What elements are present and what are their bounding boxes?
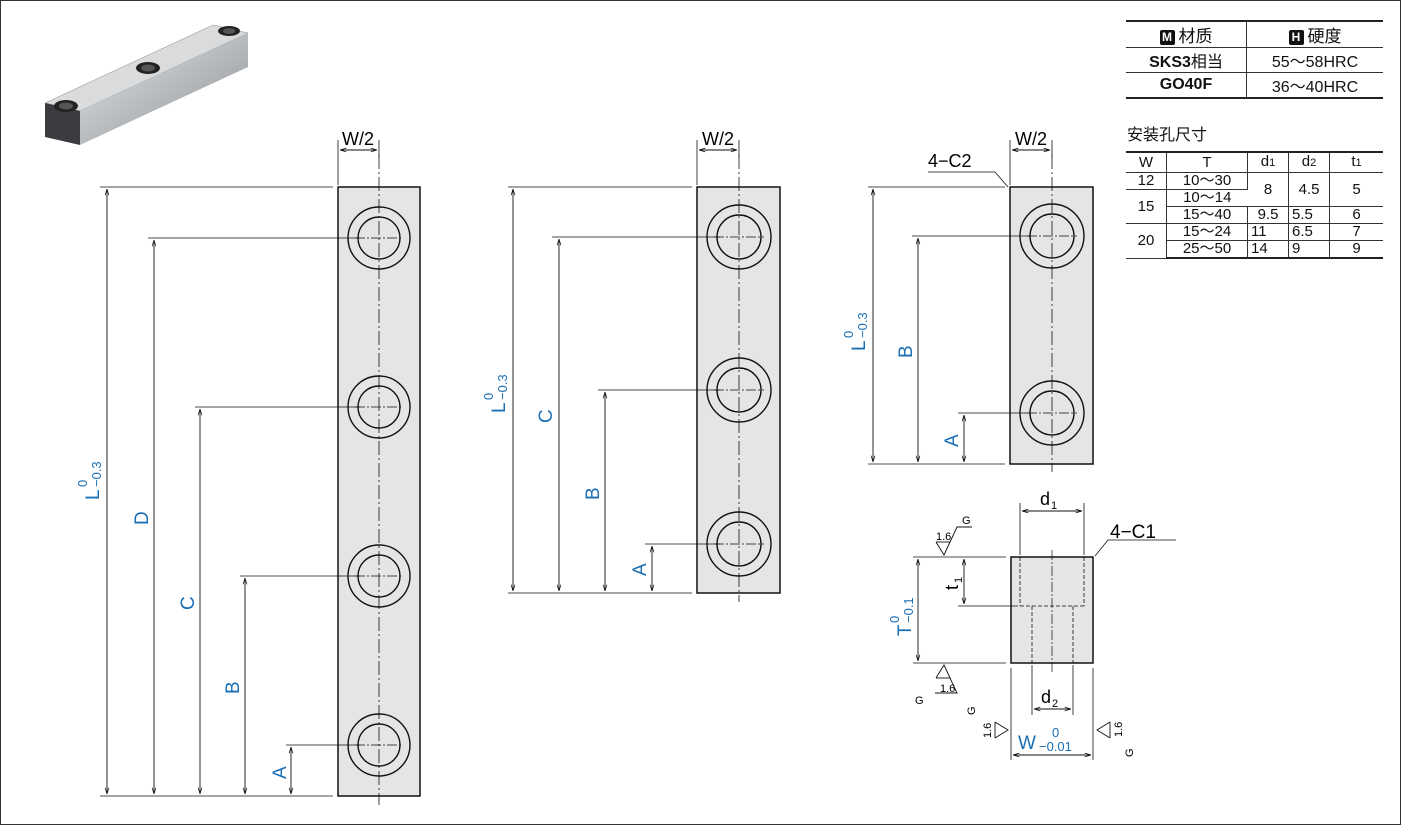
table-row: 20 15～24 11 6.5 7 (1126, 223, 1383, 259)
v1-label-D: D (132, 511, 153, 525)
section-width-dim: W 0 −0.01 (1018, 725, 1072, 754)
v1-half-width-label: W/2 (342, 129, 374, 149)
section-view (913, 503, 1176, 760)
svg-text:d: d (1040, 489, 1050, 509)
v1-label-B: B (223, 681, 244, 694)
hardness-badge-icon: H (1288, 30, 1304, 45)
hole-size-table: W T d1 d2 t1 12 10～30 8 4.5 5 15 10～14 1… (1126, 151, 1383, 259)
view-four-holes (100, 140, 421, 805)
col-T: T (1166, 151, 1248, 173)
svg-text:0: 0 (887, 616, 902, 623)
roughness-symbols (935, 526, 1111, 739)
table-row: 15～40 9.5 5.5 6 (1126, 206, 1383, 224)
col-t1: t1 (1329, 151, 1383, 173)
svg-text:L: L (489, 402, 510, 413)
svg-text:−0.01: −0.01 (1039, 739, 1072, 754)
svg-text:1.6: 1.6 (936, 531, 951, 543)
svg-text:1.6: 1.6 (940, 683, 955, 695)
svg-text:L: L (849, 340, 870, 351)
svg-text:1: 1 (1051, 500, 1057, 512)
svg-text:0: 0 (481, 393, 496, 400)
svg-text:d: d (1041, 687, 1051, 707)
section-d2-dim: d 2 (1041, 687, 1058, 710)
section-d1-dim: d 1 (1040, 489, 1057, 512)
svg-text:−0.3: −0.3 (855, 312, 870, 338)
svg-text:0: 0 (75, 480, 90, 487)
svg-text:t: t (942, 585, 962, 590)
v3-label-A: A (942, 434, 963, 447)
svg-text:0: 0 (841, 331, 856, 338)
material-badge-icon: M (1159, 30, 1175, 45)
v3-half-width-label: W/2 (1015, 129, 1047, 149)
view-three-holes (508, 140, 781, 602)
col-W: W (1126, 151, 1167, 173)
v3-length-dim: L 0 −0.3 (841, 312, 870, 351)
svg-text:G: G (966, 706, 978, 715)
svg-text:−0.3: −0.3 (495, 374, 510, 400)
v2-length-dim: L 0 −0.3 (481, 374, 510, 413)
col-d1: d1 (1247, 151, 1289, 173)
v1-label-A: A (270, 766, 291, 779)
v3-chamfer-label: 4−C2 (928, 151, 972, 171)
col-d2: d2 (1288, 151, 1330, 173)
svg-text:1: 1 (953, 577, 965, 583)
svg-text:0: 0 (1052, 725, 1059, 740)
material-row: SKS3相当 55～58HRC (1126, 47, 1383, 73)
svg-text:2: 2 (1052, 698, 1058, 710)
section-t1-dim: t 1 (942, 577, 965, 590)
svg-text:1.6: 1.6 (1113, 722, 1125, 737)
v1-length-dim: L 0 −0.3 (75, 461, 104, 500)
svg-text:−0.1: −0.1 (901, 597, 916, 623)
v2-half-width-label: W/2 (702, 129, 734, 149)
svg-text:−0.3: −0.3 (89, 461, 104, 487)
v1-length-symbol: L (83, 489, 104, 500)
product-photo (44, 24, 249, 145)
svg-text:G: G (915, 695, 924, 707)
table-row: 12 10～30 8 4.5 5 (1126, 172, 1383, 207)
v1-label-C: C (178, 596, 199, 610)
table-row: 15 10～14 (1126, 189, 1383, 224)
svg-text:T: T (895, 624, 916, 636)
roughness-labels: 1.6 G 1.6 G 1.6 G 1.6 G (915, 515, 1136, 757)
table-row: 25～50 14 9 9 (1126, 240, 1383, 259)
svg-text:W: W (1018, 733, 1036, 754)
v2-label-A: A (630, 563, 651, 576)
view-two-holes (868, 140, 1094, 472)
v2-label-C: C (536, 409, 557, 423)
material-row: GO40F 36～40HRC (1126, 72, 1383, 99)
v2-label-B: B (583, 487, 604, 500)
section-thickness-dim: T 0 −0.1 (887, 597, 916, 636)
hole-table-title: 安装孔尺寸 (1127, 127, 1208, 144)
svg-text:G: G (1124, 748, 1136, 757)
svg-text:G: G (962, 515, 971, 527)
v3-label-B: B (896, 345, 917, 358)
svg-text:1.6: 1.6 (982, 723, 994, 738)
section-chamfer-label: 4−C1 (1110, 522, 1156, 543)
